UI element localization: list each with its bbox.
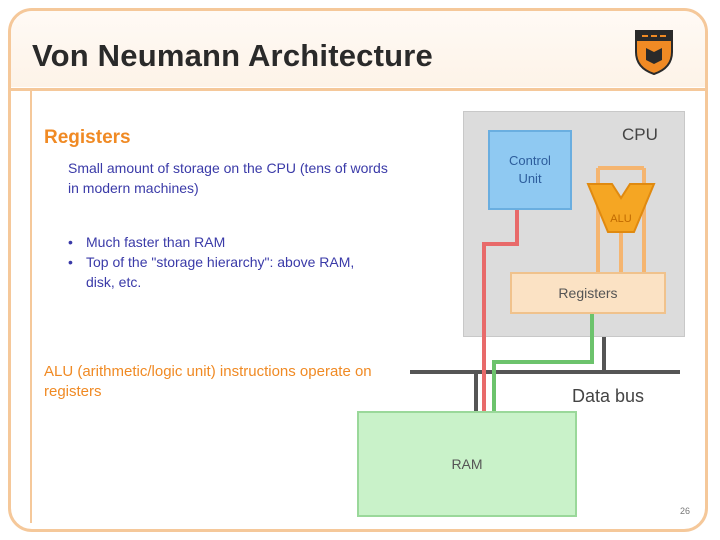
slide-frame [8, 8, 708, 532]
bullet-item: Much faster than RAM [68, 232, 368, 252]
title-divider [11, 88, 705, 91]
data-wire [492, 314, 594, 411]
registers-label: Registers [558, 285, 618, 301]
control-wire [482, 210, 519, 411]
alu-note: ALU (arithmetic/logic unit) instructions… [44, 363, 372, 400]
princeton-shield-icon [635, 30, 673, 76]
control-unit-box: Control Unit [488, 130, 572, 210]
ram-label: RAM [451, 456, 483, 472]
slide-title: Von Neumann Architecture [32, 38, 433, 73]
ram-box: RAM [357, 411, 577, 517]
data-bus-label: Data bus [572, 386, 645, 406]
registers-box: Registers [510, 272, 666, 314]
registers-heading: Registers [44, 127, 131, 148]
bullet-item: Top of the "storage hierarchy": above RA… [68, 252, 368, 292]
alu-shape [586, 183, 656, 233]
alu-label: ALU [610, 213, 631, 225]
left-margin-rule [30, 91, 32, 523]
registers-bullets: Much faster than RAM Top of the "storage… [68, 232, 368, 292]
cpu-label: CPU [622, 125, 658, 144]
control-unit-label: Control Unit [509, 153, 551, 186]
title-band [11, 11, 705, 87]
registers-description: Small amount of storage on the CPU (tens… [68, 160, 388, 196]
page-number: 26 [680, 506, 691, 516]
